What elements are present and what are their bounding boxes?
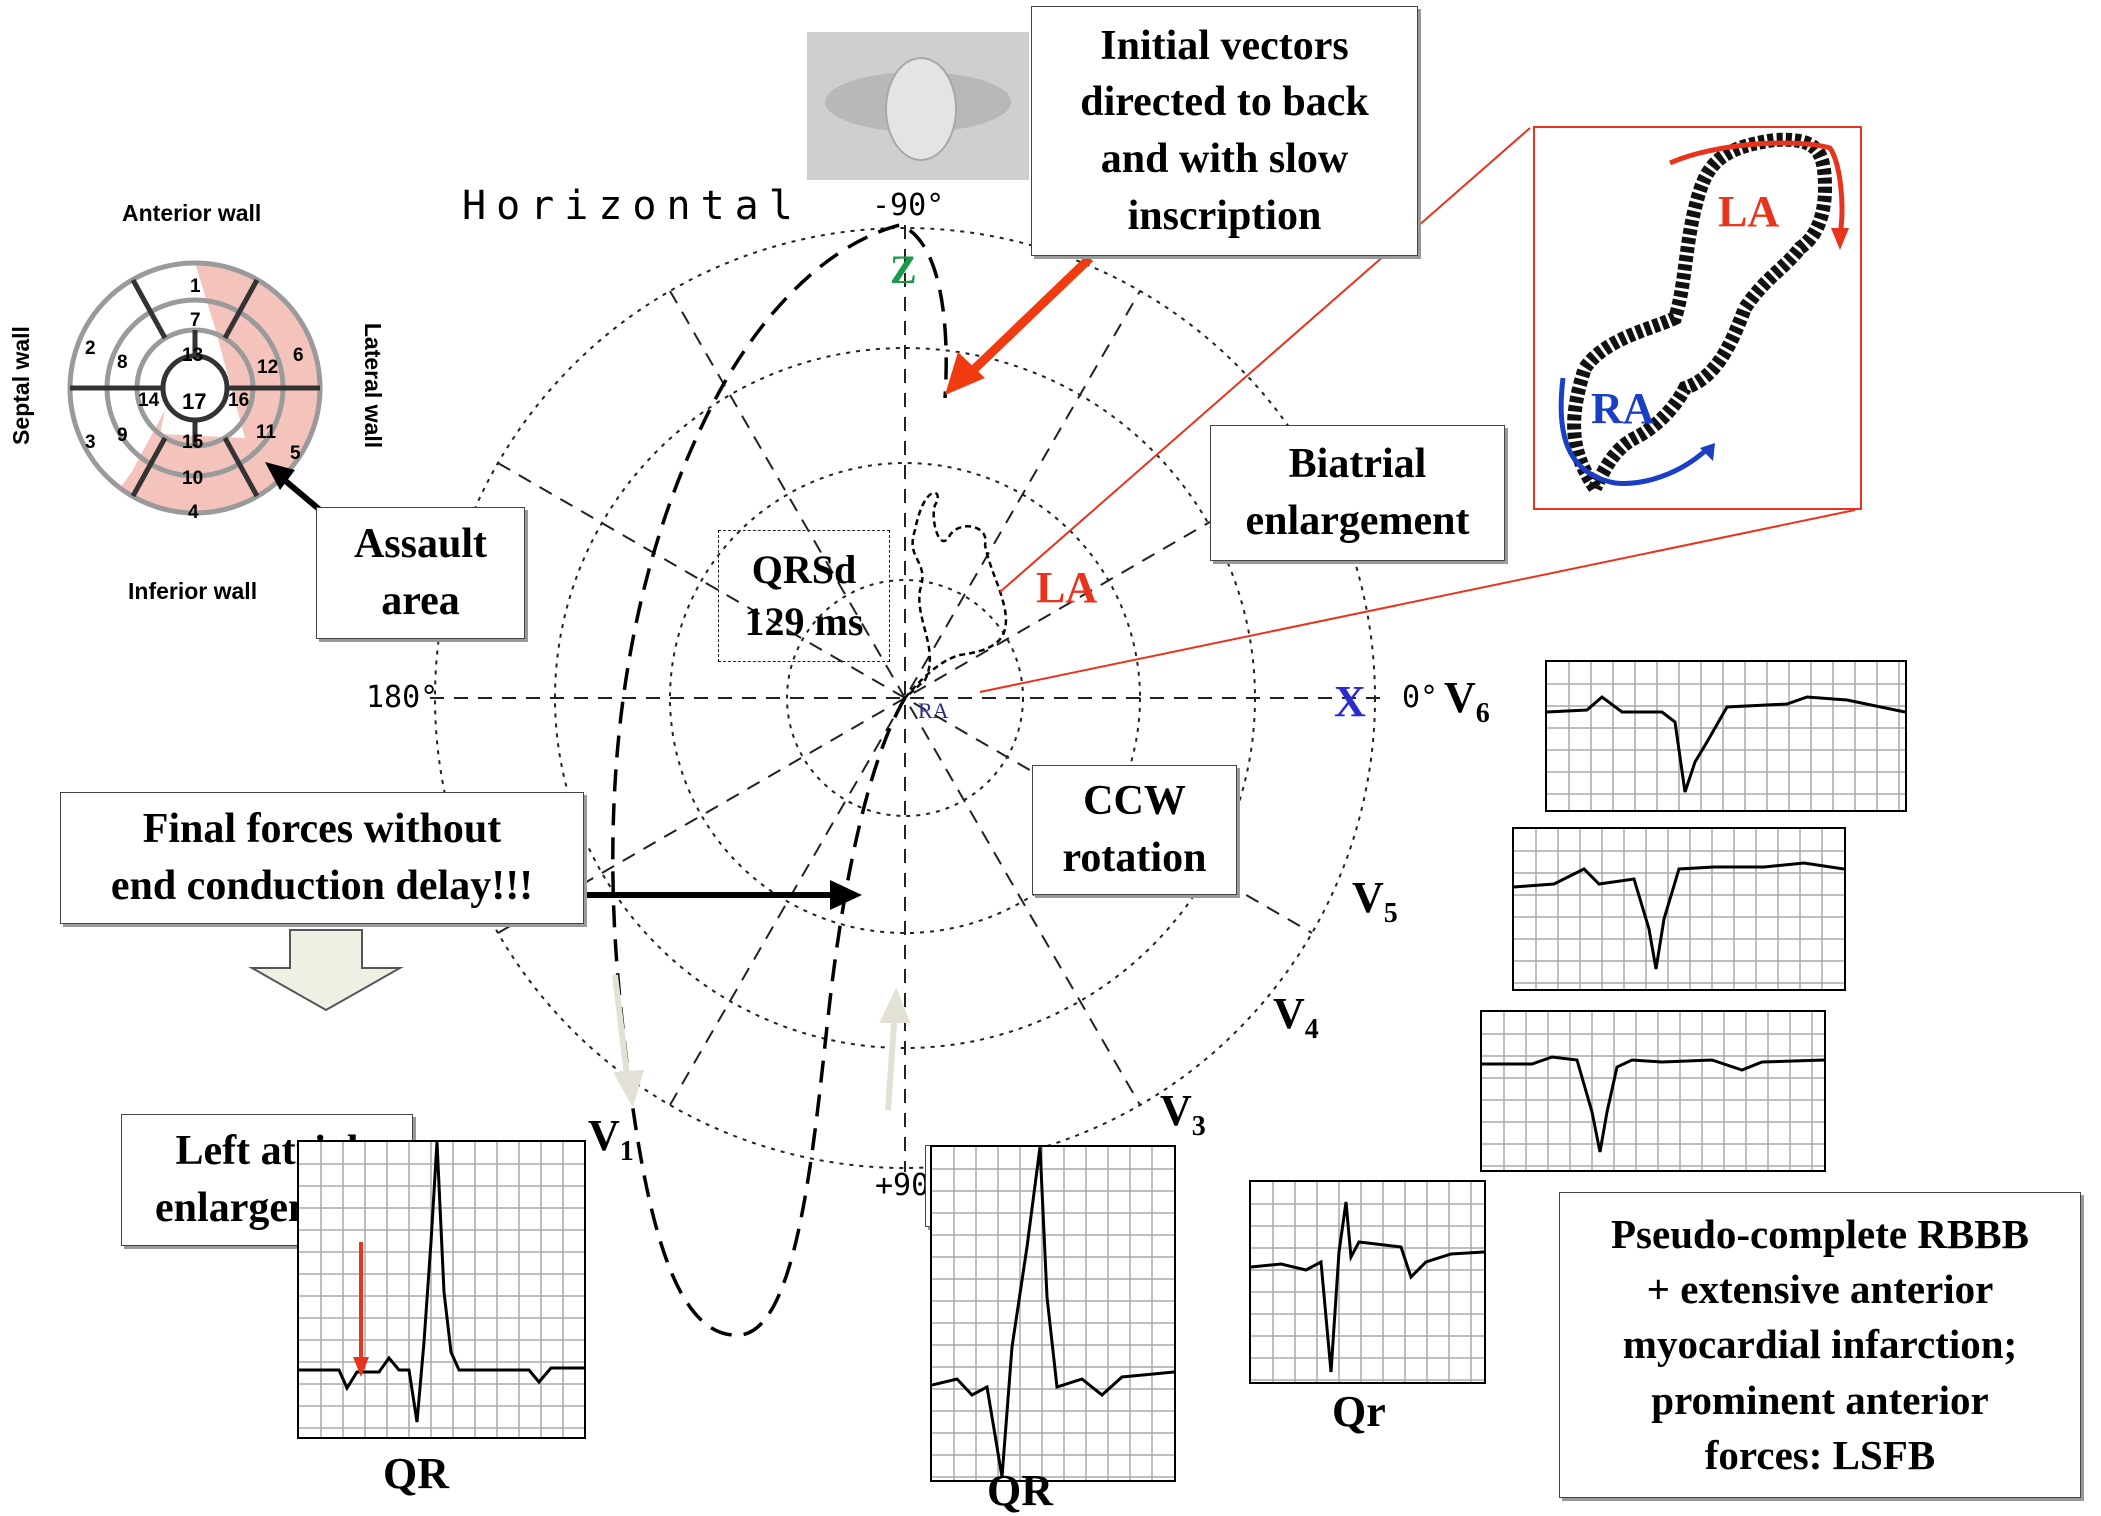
ecg-grid [1251,1182,1484,1382]
ecg-v5-strip [1512,827,1846,991]
direction-arrows [612,974,911,1111]
inset-la-arrow [1668,140,1845,237]
segment-1: 1 [190,276,201,297]
conclusion-callout: Pseudo-complete RBBB + extensive anterio… [1559,1192,2081,1498]
lead-v1-sub: 1 [619,1135,634,1167]
p-loop [904,491,1008,699]
ecg-v4-strip [1480,1010,1826,1172]
segment-15: 15 [182,432,204,453]
lead-v1-letter: V [588,1111,620,1160]
ecg-grid [1547,662,1905,810]
lead-v4-label: V4 [1273,988,1319,1046]
lead-v6-label: V6 [1444,672,1490,730]
lead-v4-sub: 4 [1304,1013,1319,1045]
segment-16: 16 [228,390,250,411]
segment-9: 9 [117,425,128,446]
inset-connector-lines [979,127,1856,693]
segment-17: 17 [182,389,207,414]
lead-v3-letter: V [1160,1086,1192,1135]
segment-10: 10 [182,468,204,489]
segment-6: 6 [293,345,304,366]
segment-8: 8 [117,352,128,373]
lateral-wall-label: Lateral wall [360,322,387,449]
final-forces-arrowhead [830,880,862,910]
inset-la-arrowhead [1831,228,1849,250]
ecg-trace [1513,861,1845,970]
inset-ra-arrowhead [1700,443,1715,461]
angle-left: 180° [366,680,439,715]
heart-thumbnail [807,32,1029,180]
anterior-wall-label: Anterior wall [122,200,262,226]
ecg-trace [931,1146,1175,1478]
inset-la-label: LA [1718,187,1780,236]
segment-13: 13 [182,345,204,366]
initial-vectors-callout: Initial vectors directed to back and wit… [1031,6,1418,256]
segment-14: 14 [138,390,160,411]
segment-2: 2 [85,338,96,359]
segment-12: 12 [257,357,279,378]
ra-loop-label: RA [918,698,949,723]
ecg-grid [1514,829,1844,989]
lead-v6-sub: 6 [1475,697,1490,729]
ecg-v2-pattern-label: QR [987,1466,1053,1515]
inset-ra-arrow [1558,377,1707,486]
segment-11: 11 [256,422,277,443]
ecg-trace [1546,695,1906,793]
lead-v5-label: V5 [1352,872,1398,930]
assault-area-callout: Assault area [316,507,525,639]
ecg-grid [932,1147,1174,1480]
initial-vector-arrow [961,254,1094,382]
inset-loop-trace [1567,132,1833,492]
ecg-v1-strip [297,1140,586,1439]
x-axis-label: X [1334,677,1366,726]
la-loop-label: LA [1036,563,1098,612]
segment-7: 7 [190,310,201,331]
ecg-v1-pattern-label: QR [383,1449,449,1498]
initial-vector-arrowhead [945,352,985,395]
ecg-v6-strip [1545,660,1907,812]
biatrial-callout: Biatrial enlargement [1210,425,1505,561]
ecg-grid [1482,1012,1824,1170]
segment-3: 3 [85,432,96,453]
ecg-v3-strip [1249,1180,1486,1384]
z-axis-label: Z [890,247,917,292]
lead-v5-letter: V [1352,873,1384,922]
plane-label: Horizontal [462,183,803,229]
qrs-loop [611,223,948,1337]
inferior-wall-label: Inferior wall [128,578,258,604]
ecg-grid [299,1142,584,1437]
bullseye-plot [67,260,323,516]
final-forces-callout: Final forces without end conduction dela… [60,792,584,924]
down-arrow [248,929,404,1012]
segment-5: 5 [290,443,301,464]
angle-top: -90° [872,188,945,223]
assault-arrowhead [265,462,295,490]
qrsd-box: QRSd 129 ms [718,530,890,662]
ccw-rotation-callout: CCW rotation [1032,765,1237,895]
septal-wall-label: Septal wall [7,326,34,445]
assault-arrow [280,475,322,513]
ecg-v3-pattern-label: Qr [1332,1387,1386,1436]
segment-4: 4 [188,502,199,523]
ecg-v2-strip [930,1145,1176,1482]
lead-v4-letter: V [1273,989,1305,1038]
ecg-trace [1482,1055,1825,1153]
lead-v3-label: V3 [1160,1085,1206,1143]
ecg-trace [1250,1201,1485,1373]
angle-bottom: +90 [875,1168,930,1203]
lead-v6-letter: V [1444,673,1476,722]
lead-v5-sub: 5 [1383,897,1398,929]
atrial-loop-inset: LA RA [1533,126,1862,510]
lead-v1-label: V1 [588,1110,634,1168]
inset-ra-label: RA [1591,384,1655,433]
lead-v3-sub: 3 [1191,1110,1206,1142]
angle-right: 0° [1402,680,1439,715]
